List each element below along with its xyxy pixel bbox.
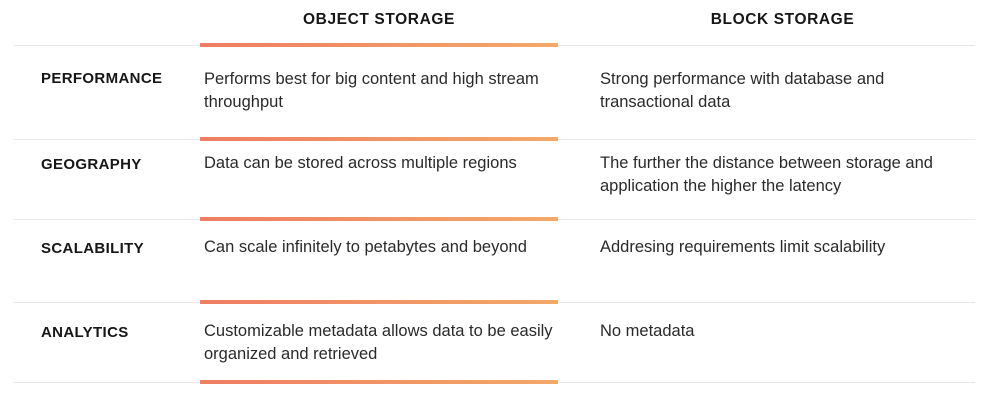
column-header-block-storage: BLOCK STORAGE (710, 11, 855, 28)
cell-block-scalability: Addresing requirements limit scalability (600, 238, 886, 256)
row-divider-1 (14, 43, 975, 47)
row-divider-3 (14, 217, 975, 221)
accent-bar-2 (200, 137, 558, 141)
row-divider-2 (14, 137, 975, 141)
cell-object-analytics: Customizable metadata allows data to be … (204, 322, 553, 364)
column-header-object-storage: OBJECT STORAGE (303, 11, 455, 28)
row-label-scalability: SCALABILITY (41, 240, 145, 257)
cell-block-performance: Strong performance with database and tra… (600, 70, 885, 112)
accent-bar-3 (200, 217, 558, 221)
row-divider-4 (14, 300, 975, 304)
row-label-analytics: ANALYTICS (41, 324, 129, 341)
row-label-geography: GEOGRAPHY (41, 156, 142, 173)
accent-bar-5 (200, 380, 558, 384)
cell-object-performance: Performs best for big content and high s… (204, 70, 539, 112)
accent-bar-1 (200, 43, 558, 47)
cell-block-analytics: No metadata (600, 322, 695, 340)
row-divider-5 (14, 380, 975, 384)
cell-object-geography: Data can be stored across multiple regio… (204, 154, 517, 172)
row-label-performance: PERFORMANCE (41, 70, 163, 87)
cell-object-scalability: Can scale infinitely to petabytes and be… (204, 238, 527, 256)
cell-block-geography: The further the distance between storage… (600, 154, 933, 196)
accent-bar-4 (200, 300, 558, 304)
